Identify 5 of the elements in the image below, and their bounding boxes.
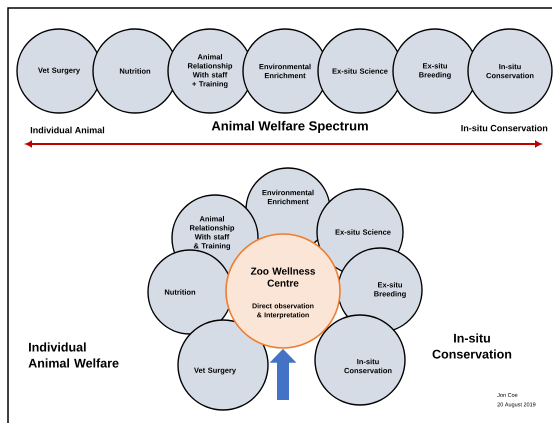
text-label: In-situ Conservation: [461, 124, 548, 132]
text-label: In-situ Conservation: [432, 333, 512, 359]
text-label: Animal Welfare Spectrum: [212, 120, 368, 134]
text-label: Individual Animal Welfare: [28, 342, 119, 368]
text-label: Individual Animal: [30, 126, 104, 134]
